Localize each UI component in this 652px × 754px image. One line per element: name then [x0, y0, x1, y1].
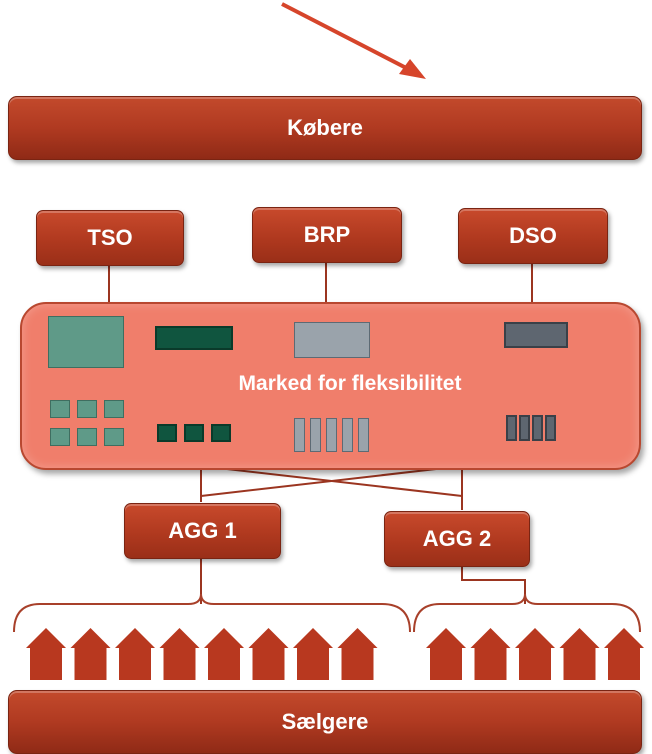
resource-block-small	[157, 424, 177, 442]
house-icon	[26, 628, 66, 680]
house-icon	[604, 628, 644, 680]
house-icon	[426, 628, 466, 680]
house-icon	[293, 628, 333, 680]
resource-block-large	[48, 316, 124, 368]
aggregator-agg1: AGG 1	[124, 503, 281, 559]
resource-block-thin	[358, 418, 369, 452]
resource-block-thin	[532, 415, 543, 441]
actor-tso: TSO	[36, 210, 184, 266]
resource-block-small	[104, 400, 124, 418]
resource-block-thin	[294, 418, 305, 452]
resource-block-thin	[545, 415, 556, 441]
resource-block-wide	[155, 326, 233, 350]
actor-brp-label: BRP	[303, 222, 351, 247]
house-icon	[559, 628, 600, 680]
market-agg-cross	[200, 465, 463, 497]
resource-block-medium	[294, 322, 370, 358]
market-label: Marked for fleksibilitet	[238, 372, 462, 395]
agg2-bracket-connector	[461, 564, 526, 604]
actor-tso-label: TSO	[87, 225, 133, 250]
house-icon	[115, 628, 155, 680]
house-icon	[70, 628, 111, 680]
resource-block-small	[211, 424, 231, 442]
resource-block-small	[184, 424, 204, 442]
bracket-agg1	[13, 593, 411, 633]
sellers-label: Sælgere	[281, 709, 369, 734]
buyers-label: Købere	[287, 115, 363, 140]
resource-block-thin	[310, 418, 321, 452]
house-icon	[337, 628, 378, 680]
actor-dso-label: DSO	[509, 223, 557, 248]
resource-block-small	[104, 428, 124, 446]
house-icon	[470, 628, 511, 680]
resource-block-small	[50, 428, 70, 446]
house-icon	[515, 628, 555, 680]
house-icon	[248, 628, 289, 680]
house-icon	[204, 628, 244, 680]
houses-group	[26, 628, 644, 680]
buyers-bar: Købere	[8, 96, 642, 160]
sellers-bar: Sælgere	[8, 690, 642, 754]
house-icon	[159, 628, 200, 680]
resource-block-thin	[326, 418, 337, 452]
actor-dso: DSO	[458, 208, 608, 264]
aggregator-agg2-label: AGG 2	[422, 526, 492, 551]
resource-block-thin	[506, 415, 517, 441]
aggregator-agg1-label: AGG 1	[168, 518, 237, 543]
bracket-agg2	[413, 593, 641, 633]
aggregator-agg2: AGG 2	[384, 511, 530, 567]
resource-block-medium	[504, 322, 568, 348]
resource-block-small	[77, 428, 97, 446]
resource-block-thin	[519, 415, 530, 441]
resource-block-small	[77, 400, 97, 418]
arrow-icon	[281, 2, 426, 79]
resource-block-thin	[342, 418, 353, 452]
resource-block-small	[50, 400, 70, 418]
actor-brp: BRP	[252, 207, 402, 263]
